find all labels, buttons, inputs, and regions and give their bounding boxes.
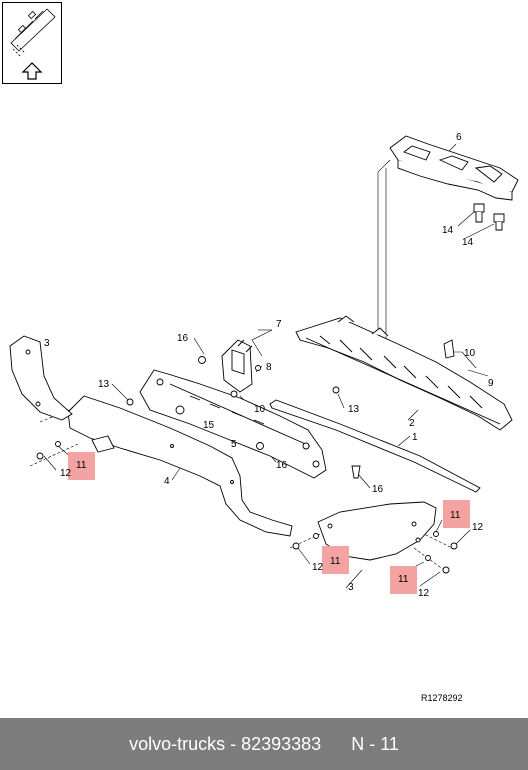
vehicle-top-view-icon [10,8,56,58]
callout-15: 15 [203,420,215,431]
callout-7: 7 [276,319,282,330]
part-7-bracket [221,339,253,393]
callout-16-c: 16 [372,484,384,495]
callout-11-a: 11 [76,460,87,471]
footer-gap [321,734,351,755]
callout-12-d: 12 [418,588,430,599]
callout-2: 2 [409,418,415,429]
part-11-washer-right-b [425,555,431,561]
part-11-washer-right-a [433,531,439,537]
up-arrow-icon [21,62,43,80]
callout-16-b: 16 [276,460,288,471]
callout-12-c: 12 [312,562,324,573]
callout-16-a: 16 [177,333,189,344]
callout-13-b: 13 [348,404,360,415]
footer-separator: - [225,733,242,754]
callout-10-b: 10 [254,404,266,415]
part-4-panel [67,395,293,537]
footer-page: N - 11 [351,733,399,754]
fasteners [36,356,458,574]
callout-13-a: 13 [98,379,110,390]
callout-12-b: 12 [472,522,484,533]
part-11-washer-mid [313,533,319,539]
callout-4: 4 [164,476,170,487]
callout-3-a: 3 [44,338,50,349]
highlight-11-left [68,452,95,480]
callout-11-b: 11 [450,510,461,521]
footer-brand: volvo-trucks [129,733,226,754]
footer-part-number: 82393383 [241,733,322,754]
highlight-11-right-a [443,500,470,528]
part-12-bolt-left [36,452,44,460]
callout-9: 9 [488,378,494,389]
part-12-bolt-mid [292,542,300,550]
part-10-clip [443,339,455,359]
part-10-clip-lower [230,390,238,398]
highlight-11-mid [322,546,349,574]
callout-6: 6 [456,132,462,143]
part-12-bolt-right-b [442,566,450,574]
part-13-screw-right [332,386,340,394]
callout-10-a: 10 [464,348,476,359]
callout-labels: 6 14 14 7 16 8 10 9 3 13 13 10 15 2 1 5 … [44,132,494,599]
part-16-clip-lower [351,465,361,479]
callout-11-c: 11 [330,556,341,567]
part-5-beam [139,369,327,479]
callout-8: 8 [266,362,272,373]
callout-3-b: 3 [348,582,354,593]
callout-5: 5 [231,439,237,450]
part-3-left-cap [9,335,73,421]
callout-14-b: 14 [462,237,474,248]
part-1-strip [269,399,481,493]
part-15-nut [175,405,185,415]
part-16-screw-mid [256,442,264,450]
part-8-screw [255,365,261,371]
orientation-thumbnail [2,2,62,84]
part-13-screw-left [126,398,134,406]
highlight-11-right-b [390,566,417,594]
part-14-bolts [473,203,505,231]
part-12-bolt-right-a [450,542,458,550]
part-16-screw-upper [198,356,206,364]
drawing-reference-code: R1278292 [421,693,463,703]
exploded-parts-diagram: 6 14 14 7 16 8 10 9 3 13 13 10 15 2 1 5 … [9,132,519,599]
part-2-rail [295,315,513,431]
footer-bar: volvo-trucks - 82393383 N - 11 [0,718,528,770]
part-11-washer-left [55,441,61,447]
part-6-bracket [389,135,519,201]
callout-1: 1 [412,432,418,443]
callout-14-a: 14 [442,225,454,236]
callout-11-d: 11 [398,574,409,585]
callout-12-a: 12 [60,468,72,479]
